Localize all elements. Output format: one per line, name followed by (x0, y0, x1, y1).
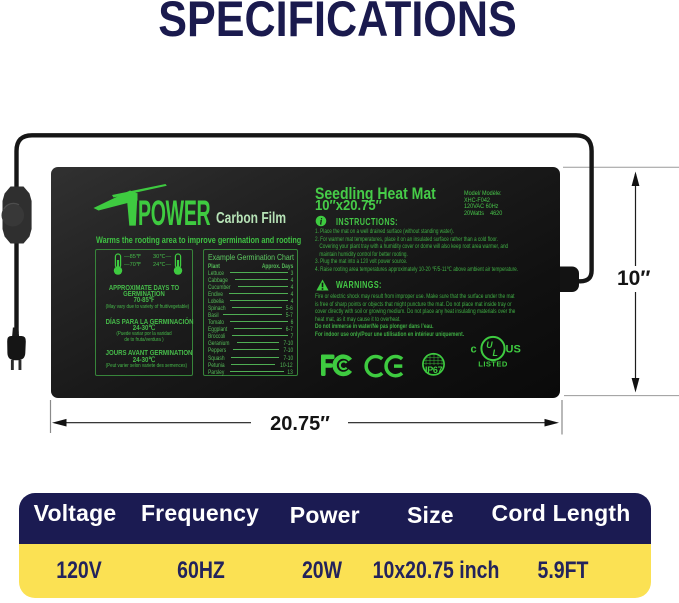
svg-text:LISTED: LISTED (478, 360, 508, 369)
svg-text:L: L (493, 348, 498, 358)
svg-text:U: U (486, 340, 493, 350)
svg-text:c: c (471, 344, 477, 356)
svg-text:i: i (320, 216, 323, 226)
svg-text:IP67: IP67 (425, 365, 443, 375)
svg-text:US: US (506, 344, 521, 356)
